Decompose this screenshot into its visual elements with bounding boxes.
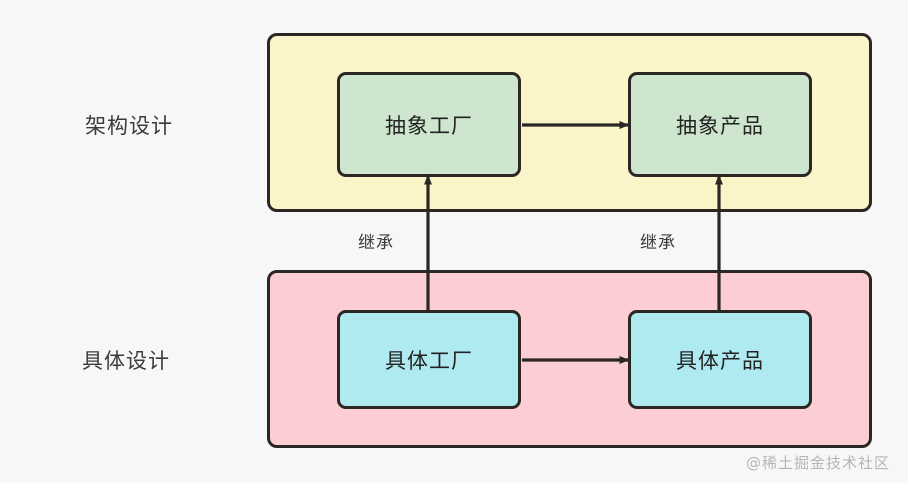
node-abstract-factory[interactable]: 抽象工厂 [337, 72, 521, 177]
row-label-concrete: 具体设计 [82, 349, 170, 373]
node-concrete-product[interactable]: 具体产品 [628, 310, 812, 409]
row-label-architecture: 架构设计 [85, 114, 173, 138]
edge-label-inheritance-left: 继承 [358, 233, 394, 253]
node-concrete-product-label: 具体产品 [676, 348, 764, 373]
watermark: @稀土掘金技术社区 [745, 454, 890, 472]
node-concrete-factory-label: 具体工厂 [385, 348, 473, 373]
node-abstract-factory-label: 抽象工厂 [385, 113, 473, 138]
node-abstract-product[interactable]: 抽象产品 [628, 72, 812, 177]
node-abstract-product-label: 抽象产品 [676, 113, 764, 138]
edge-label-inheritance-right: 继承 [640, 233, 676, 253]
node-concrete-factory[interactable]: 具体工厂 [337, 310, 521, 409]
